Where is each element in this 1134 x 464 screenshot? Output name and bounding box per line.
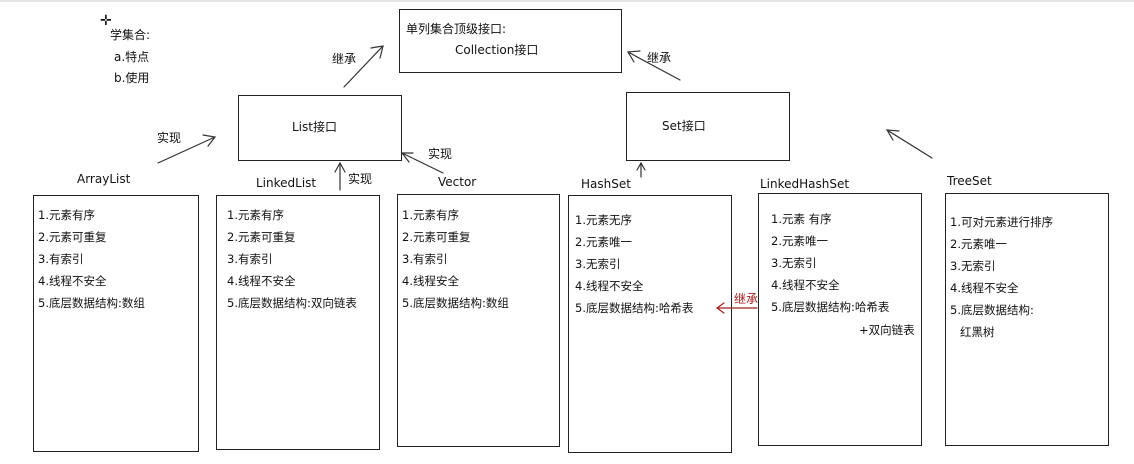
treeset-box: 1.可对元素进行排序 2.元素唯一 3.无索引 4.线程不安全 5.底层数据结构… — [945, 193, 1109, 446]
linkedhashset-item-1: 1.元素 有序 — [771, 212, 832, 226]
linkedhashset-item-5: 5.底层数据结构:哈希表 — [771, 300, 890, 314]
linkedhashset-name: LinkedHashSet — [760, 177, 850, 191]
linkedlist-implements-label: 实现 — [348, 172, 373, 186]
arraylist-item-3: 3.有索引 — [38, 252, 84, 266]
linkedlist-item-1: 1.元素有序 — [227, 208, 284, 222]
linkedlist-name: LinkedList — [256, 176, 317, 190]
treeset-item-4: 4.线程不安全 — [950, 281, 1019, 295]
arrow-hashset-to-set — [636, 161, 646, 178]
vector-item-4: 4.线程安全 — [402, 274, 459, 288]
set-interface-label: Set接口 — [662, 119, 706, 133]
arraylist-item-4: 4.线程不安全 — [38, 274, 107, 288]
treeset-name: TreeSet — [947, 174, 992, 188]
hashset-item-3: 3.无索引 — [575, 257, 621, 271]
top-border-line — [0, 0, 1134, 2]
arraylist-item-5: 5.底层数据结构:数组 — [38, 296, 145, 310]
set-inherits-label: 继承 — [647, 51, 672, 65]
linkedlist-item-4: 4.线程不安全 — [227, 274, 296, 288]
collection-box-name: Collection接口 — [455, 43, 539, 57]
linkedhashset-item-2: 2.元素唯一 — [771, 234, 828, 248]
crosshair-cursor-icon: ✛ — [100, 13, 112, 29]
set-interface-box: Set接口 — [626, 92, 790, 161]
linkedhashset-item-3: 3.无索引 — [771, 256, 817, 270]
collection-box-title: 单列集合顶级接口: — [406, 22, 507, 36]
vector-item-3: 3.有索引 — [402, 252, 448, 266]
arrow-treeset-to-set — [885, 129, 933, 159]
vector-item-2: 2.元素可重复 — [402, 230, 471, 244]
vector-item-1: 1.元素有序 — [402, 208, 459, 222]
linkedlist-item-2: 2.元素可重复 — [227, 230, 296, 244]
study-item-usage: b.使用 — [114, 71, 150, 85]
hashset-box: 1.元素无序 2.元素唯一 3.无索引 4.线程不安全 5.底层数据结构:哈希表 — [568, 195, 732, 453]
arraylist-name: ArrayList — [77, 172, 131, 186]
arrow-linkedlist-to-list — [334, 161, 346, 191]
linkedhashset-item-4: 4.线程不安全 — [771, 278, 840, 292]
treeset-extra: 红黑树 — [960, 325, 995, 339]
linkedhashset-box: 1.元素 有序 2.元素唯一 3.无索引 4.线程不安全 5.底层数据结构:哈希… — [758, 193, 922, 446]
hashset-name: HashSet — [581, 177, 631, 191]
arraylist-item-2: 2.元素可重复 — [38, 230, 107, 244]
hashset-item-1: 1.元素无序 — [575, 213, 632, 227]
linkedlist-item-3: 3.有索引 — [227, 252, 273, 266]
linkedlist-item-5: 5.底层数据结构:双向链表 — [227, 296, 357, 310]
linkedhashset-extra: +双向链表 — [859, 323, 915, 337]
list-interface-box: List接口 — [238, 95, 402, 161]
treeset-item-5: 5.底层数据结构: — [950, 303, 1034, 317]
arraylist-box: 1.元素有序 2.元素可重复 3.有索引 4.线程不安全 5.底层数据结构:数组 — [33, 195, 199, 452]
linkedhashset-inherits-label: 继承 — [734, 292, 759, 306]
list-interface-label: List接口 — [292, 120, 337, 134]
linkedlist-box: 1.元素有序 2.元素可重复 3.有索引 4.线程不安全 5.底层数据结构:双向… — [216, 195, 380, 450]
collection-interface-box: 单列集合顶级接口: Collection接口 — [399, 9, 622, 73]
treeset-item-1: 1.可对元素进行排序 — [950, 215, 1053, 229]
treeset-item-3: 3.无索引 — [950, 259, 996, 273]
arraylist-implements-label: 实现 — [157, 131, 182, 145]
vector-name: Vector — [438, 175, 477, 189]
vector-box: 1.元素有序 2.元素可重复 3.有索引 4.线程安全 5.底层数据结构:数组 — [397, 194, 560, 447]
list-inherits-label: 继承 — [332, 52, 357, 66]
study-item-features: a.特点 — [114, 50, 150, 64]
vector-implements-label: 实现 — [428, 147, 453, 161]
treeset-item-2: 2.元素唯一 — [950, 237, 1007, 251]
arraylist-item-1: 1.元素有序 — [38, 208, 95, 222]
vector-item-5: 5.底层数据结构:数组 — [402, 296, 509, 310]
hashset-item-5: 5.底层数据结构:哈希表 — [575, 301, 694, 315]
hashset-item-4: 4.线程不安全 — [575, 279, 644, 293]
study-title: 学集合: — [110, 28, 151, 42]
hashset-item-2: 2.元素唯一 — [575, 235, 632, 249]
